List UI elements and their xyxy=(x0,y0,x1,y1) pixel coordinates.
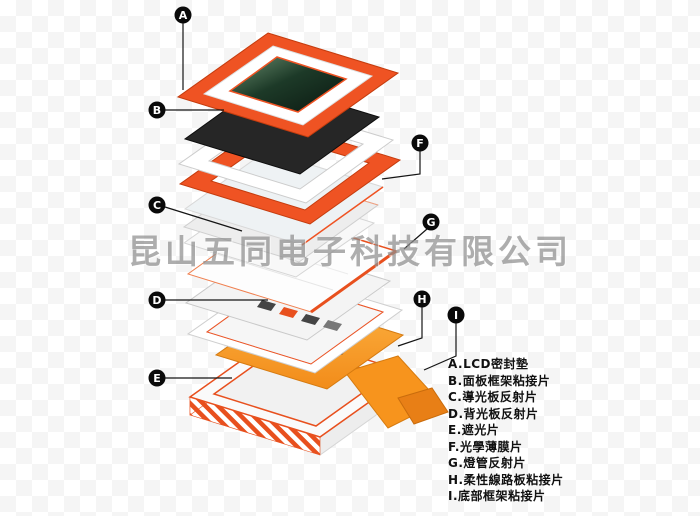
label-letter-h: H xyxy=(417,293,426,306)
leader-line-c xyxy=(164,206,243,232)
legend-item: B.面板框架粘接片 xyxy=(448,373,551,388)
label-badge-i: I xyxy=(447,306,465,324)
legend-item: I.底部框架粘接片 xyxy=(448,489,546,503)
lamp-reflector-edge xyxy=(310,249,397,314)
leader-line-h xyxy=(397,307,423,347)
layer-top-seal xyxy=(176,32,400,138)
label-letter-e: E xyxy=(153,372,161,385)
label-badge-e: E xyxy=(148,369,166,387)
legend-item: G.燈管反射片 xyxy=(448,456,526,470)
label-badge-b: B xyxy=(148,101,166,119)
label-letter-g: G xyxy=(426,216,435,229)
legend-item: C.導光板反射片 xyxy=(448,390,538,404)
legend-item: D.背光板反射片 xyxy=(448,406,539,421)
board-chip xyxy=(323,320,342,331)
board-chip xyxy=(301,314,320,325)
film-edge-accent xyxy=(301,186,384,246)
flex-tail-tab xyxy=(397,387,449,425)
label-badge-h: H xyxy=(413,290,431,308)
label-letter-b: B xyxy=(153,104,161,117)
label-letter-d: D xyxy=(152,294,161,307)
light-guide-line xyxy=(209,251,334,291)
label-badge-f: F xyxy=(411,134,429,152)
label-badge-a: A xyxy=(174,6,192,24)
label-letter-c: C xyxy=(153,199,161,212)
label-badges: A B F C G D H xyxy=(148,6,465,387)
label-badge-g: G xyxy=(422,213,440,231)
legend-item: A.LCD密封墊 xyxy=(448,357,529,371)
label-letter-f: F xyxy=(416,137,424,150)
leader-line-g xyxy=(403,228,428,250)
legend-item: F.光學薄膜片 xyxy=(448,439,523,454)
lcd-screen-window xyxy=(228,56,348,113)
board-chip xyxy=(257,300,276,311)
label-badge-d: D xyxy=(148,291,166,309)
legend-item: E.遮光片 xyxy=(448,423,500,437)
legend: A.LCD密封墊 B.面板框架粘接片 C.導光板反射片 D.背光板反射片 E.遮… xyxy=(448,356,693,505)
leader-line-i xyxy=(423,323,457,371)
legend-item: H.柔性線路板粘接片 xyxy=(448,472,564,487)
label-letter-i: I xyxy=(454,309,458,322)
leader-line-f xyxy=(381,151,421,180)
board-chip xyxy=(279,307,298,318)
leader-lines xyxy=(164,23,457,379)
label-badge-c: C xyxy=(148,196,166,214)
label-letter-a: A xyxy=(179,9,188,22)
